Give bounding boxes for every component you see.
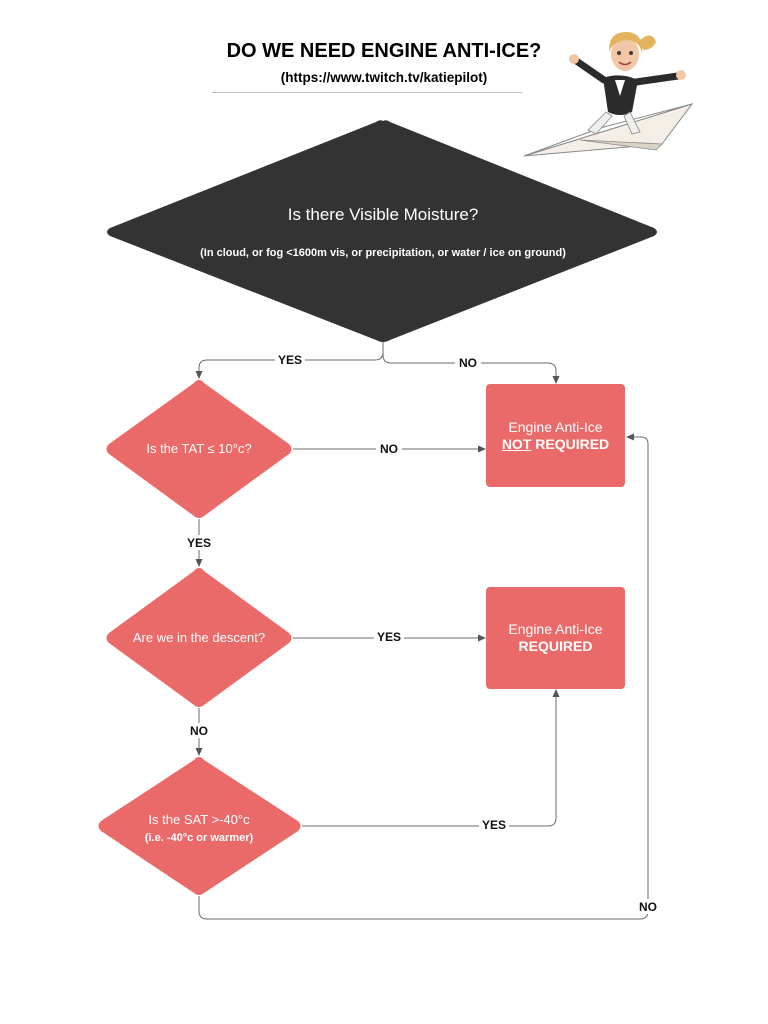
outcome-not-required: Engine Anti-Ice NOT REQUIRED: [486, 384, 625, 487]
decision-descent: Are we in the descent?: [106, 568, 292, 707]
edge-label-moisture-no: NO: [459, 356, 477, 370]
edge-label-tat-no: NO: [380, 442, 398, 456]
moisture-question: Is there Visible Moisture?: [288, 205, 479, 224]
tat-question: Is the TAT ≤ 10°c?: [146, 441, 251, 456]
edge-label-descent-no: NO: [190, 724, 208, 738]
required-line2: REQUIRED: [518, 638, 593, 654]
not-required-not: NOT: [501, 435, 532, 452]
outcome-required: Engine Anti-Ice REQUIRED: [486, 587, 625, 689]
edge-label-tat-yes: YES: [187, 536, 211, 550]
not-required-required: REQUIRED: [531, 435, 610, 452]
decision-sat: Is the SAT >-40°c (i.e. -40°c or warmer): [98, 757, 301, 895]
edge-label-sat-yes: YES: [482, 818, 506, 832]
required-line1: Engine Anti-Ice: [508, 621, 603, 637]
sat-question: Is the SAT >-40°c: [148, 812, 250, 827]
edge-label-sat-no: NO: [639, 900, 657, 914]
page-title: DO WE NEED ENGINE ANTI-ICE?: [226, 40, 542, 62]
not-required-line2: NOT REQUIRED: [486, 436, 625, 453]
moisture-note: (In cloud, or fog <1600m vis, or precipi…: [200, 247, 566, 259]
decision-visible-moisture: Is there Visible Moisture? (In cloud, or…: [107, 120, 657, 342]
descent-question: Are we in the descent?: [133, 630, 265, 645]
not-required-line1: Engine Anti-Ice: [508, 418, 603, 435]
title-divider: [212, 92, 522, 93]
decision-tat: Is the TAT ≤ 10°c?: [106, 380, 292, 518]
edge-label-moisture-yes: YES: [278, 353, 302, 367]
pilot-on-paper-plane-icon: [523, 32, 694, 157]
edge-sat-no: [198, 433, 649, 920]
edge-sat-yes: [302, 689, 560, 827]
page-subtitle: (https://www.twitch.tv/katiepilot): [280, 70, 488, 85]
edge-label-descent-yes: YES: [377, 630, 401, 644]
sat-note: (i.e. -40°c or warmer): [145, 832, 254, 844]
